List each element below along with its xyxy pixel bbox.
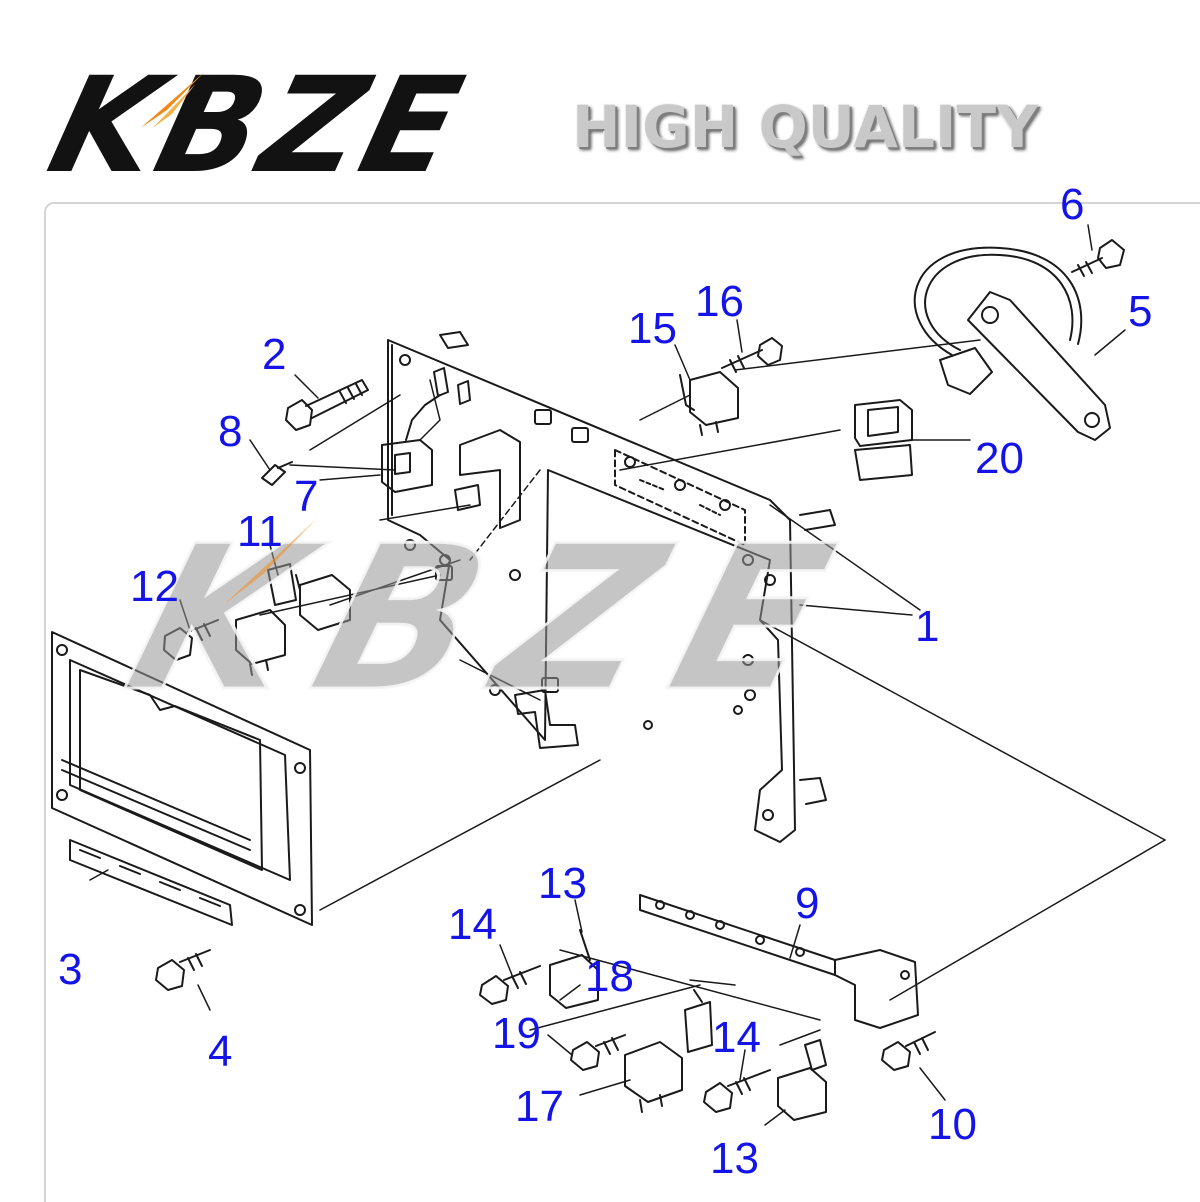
bolt-16 xyxy=(721,337,783,373)
bolt-14-lower xyxy=(703,1069,771,1113)
diagram-frame xyxy=(44,202,1200,1202)
callout-9: 9 xyxy=(795,879,820,928)
controller-3 xyxy=(51,631,313,926)
relay-13-upper xyxy=(549,929,599,1009)
callout-leaders xyxy=(89,224,1126,1126)
callout-15: 15 xyxy=(628,304,677,353)
callout-14-lower: 14 xyxy=(712,1013,761,1062)
header: KBZE HIGH QUALITY xyxy=(0,0,1200,203)
callout-8: 8 xyxy=(218,407,243,456)
bolt-4 xyxy=(155,949,211,991)
relay-17 xyxy=(624,1041,683,1113)
connector-20 xyxy=(854,399,913,481)
callout-6: 6 xyxy=(1060,180,1085,229)
callout-17: 17 xyxy=(515,1082,564,1131)
callout-19: 19 xyxy=(492,1009,541,1058)
callout-16: 16 xyxy=(695,277,744,326)
connector-7 xyxy=(381,367,471,493)
callout-12: 12 xyxy=(130,562,179,611)
relay-13-lower xyxy=(777,1039,827,1121)
relay-15 xyxy=(679,371,739,436)
callout-4: 4 xyxy=(208,1027,233,1076)
callout-10: 10 xyxy=(928,1100,977,1149)
bracket-18 xyxy=(684,989,713,1053)
bolt-6 xyxy=(1071,239,1125,277)
bolt-10 xyxy=(881,1031,936,1071)
brand-logo: KBZE xyxy=(36,49,479,203)
callout-3: 3 xyxy=(58,945,83,994)
callout-14-upper: 14 xyxy=(448,900,497,949)
bolt-12 xyxy=(163,619,219,661)
callout-18: 18 xyxy=(585,952,634,1001)
callout-7: 7 xyxy=(294,472,319,521)
assembly-lines xyxy=(259,339,1166,1046)
bolt-2 xyxy=(285,379,369,431)
screw-8 xyxy=(261,461,293,486)
bolt-19 xyxy=(570,1034,626,1071)
bolt-14-upper xyxy=(479,965,541,1005)
main-bracket-plate xyxy=(387,331,836,843)
harness-bracket-5 xyxy=(913,246,1111,441)
callout-2: 2 xyxy=(262,330,287,379)
callout-5: 5 xyxy=(1128,287,1153,336)
tagline: HIGH QUALITY xyxy=(572,93,1039,161)
relay-12-assembly xyxy=(235,609,286,676)
callout-13-lower: 13 xyxy=(710,1134,759,1183)
lower-bracket-9 xyxy=(639,894,919,1029)
callout-13-upper: 13 xyxy=(538,859,587,908)
callout-20: 20 xyxy=(975,434,1024,483)
callout-1: 1 xyxy=(915,602,940,651)
callout-11: 11 xyxy=(237,507,283,556)
flame-accent-icon xyxy=(140,72,205,128)
